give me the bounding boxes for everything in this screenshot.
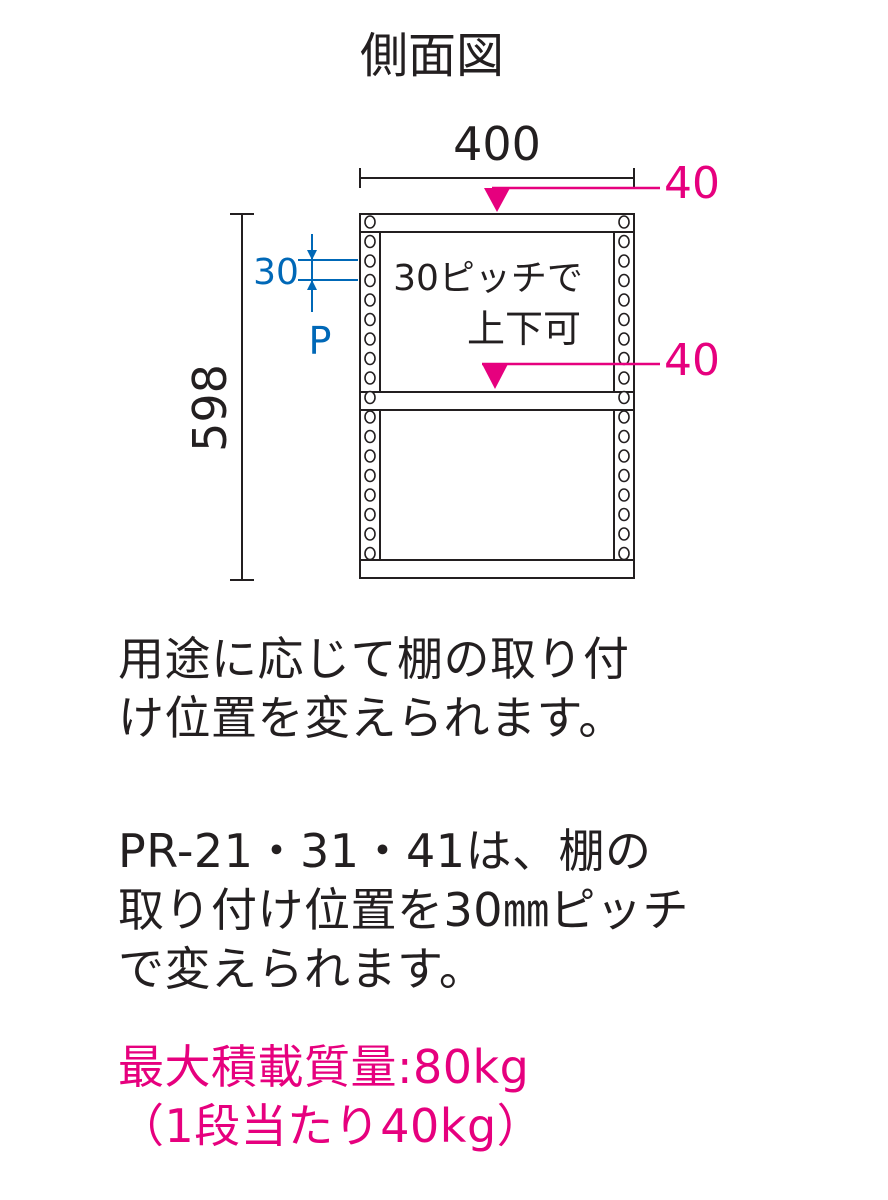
- lower-opening: [379, 409, 615, 561]
- pitch-note-line2: 上下可: [467, 307, 581, 351]
- post-hole: [364, 273, 376, 288]
- pitch-symbol-label: P: [309, 319, 332, 363]
- bottom-shelf: [359, 559, 635, 579]
- usage-description: 用途に応じて棚の取り付 け位置を変えられます。: [118, 630, 630, 748]
- pitch-note-line1: 30ピッチで: [393, 258, 583, 299]
- post-hole: [364, 351, 376, 366]
- post-hole: [618, 390, 630, 405]
- post-hole: [618, 234, 630, 249]
- post-hole: [364, 215, 376, 229]
- post-hole: [618, 254, 630, 268]
- post-hole: [364, 410, 376, 424]
- side-view-diagram: 側面図 400 598 40: [183, 28, 720, 581]
- post-hole: [618, 468, 630, 483]
- model-note-line2: 取り付け位置を30㎜ピッチ: [118, 883, 690, 937]
- post-hole: [618, 312, 630, 327]
- post-hole: [618, 215, 630, 229]
- usage-description-line2: け位置を変えられます。: [118, 691, 625, 745]
- post-hole: [618, 429, 630, 444]
- post-hole: [618, 351, 630, 366]
- post-hole: [364, 332, 376, 346]
- load-capacity: 最大積載質量:80kg （1段当たり40kg）: [118, 1038, 543, 1156]
- post-hole: [364, 312, 376, 327]
- post-hole: [364, 546, 376, 561]
- per-shelf-load-text: （1段当たり40kg）: [118, 1099, 544, 1153]
- usage-description-line1: 用途に応じて棚の取り付: [118, 632, 630, 686]
- middle-shelf: [359, 391, 635, 411]
- shelf-clearance-marker: 40: [482, 335, 720, 389]
- post-hole: [618, 410, 630, 424]
- post-hole: [364, 234, 376, 249]
- height-dimension-label: 598: [183, 364, 237, 452]
- upper-opening: [379, 231, 615, 393]
- post-hole: [618, 546, 630, 561]
- post-hole: [618, 332, 630, 346]
- diagram-title: 側面図: [360, 28, 504, 84]
- post-hole: [618, 488, 630, 502]
- post-hole: [364, 468, 376, 483]
- pitch-indicator: [298, 234, 358, 312]
- height-dimension: 598: [183, 213, 254, 581]
- top-shelf: [359, 213, 635, 233]
- model-note-line1: PR-21・31・41は、棚の: [118, 824, 652, 878]
- post-hole: [618, 507, 630, 522]
- post-hole: [618, 293, 630, 307]
- post-hole: [364, 429, 376, 444]
- post-hole: [364, 390, 376, 405]
- shelf-clearance-label: 40: [664, 335, 720, 386]
- width-dimension: 400: [359, 117, 635, 188]
- post-hole: [618, 527, 630, 541]
- post-hole: [364, 254, 376, 268]
- model-note-line3: で変えられます。: [118, 942, 486, 996]
- width-dimension-label: 400: [453, 117, 541, 171]
- top-clearance-label: 40: [664, 158, 720, 209]
- post-hole: [364, 507, 376, 522]
- post-hole: [364, 293, 376, 307]
- post-hole: [364, 449, 376, 463]
- post-hole: [618, 371, 630, 385]
- top-clearance-marker: 40: [484, 158, 720, 212]
- post-holes: [364, 215, 630, 561]
- shelf-rack: [359, 213, 635, 579]
- max-load-text: 最大積載質量:80kg: [118, 1040, 530, 1094]
- post-hole: [364, 488, 376, 502]
- model-note: PR-21・31・41は、棚の 取り付け位置を30㎜ピッチ で変えられます。: [118, 822, 689, 999]
- post-hole: [364, 371, 376, 385]
- post-hole: [364, 527, 376, 541]
- post-hole: [618, 449, 630, 463]
- post-hole: [618, 273, 630, 288]
- pitch-value-label: 30: [253, 252, 299, 293]
